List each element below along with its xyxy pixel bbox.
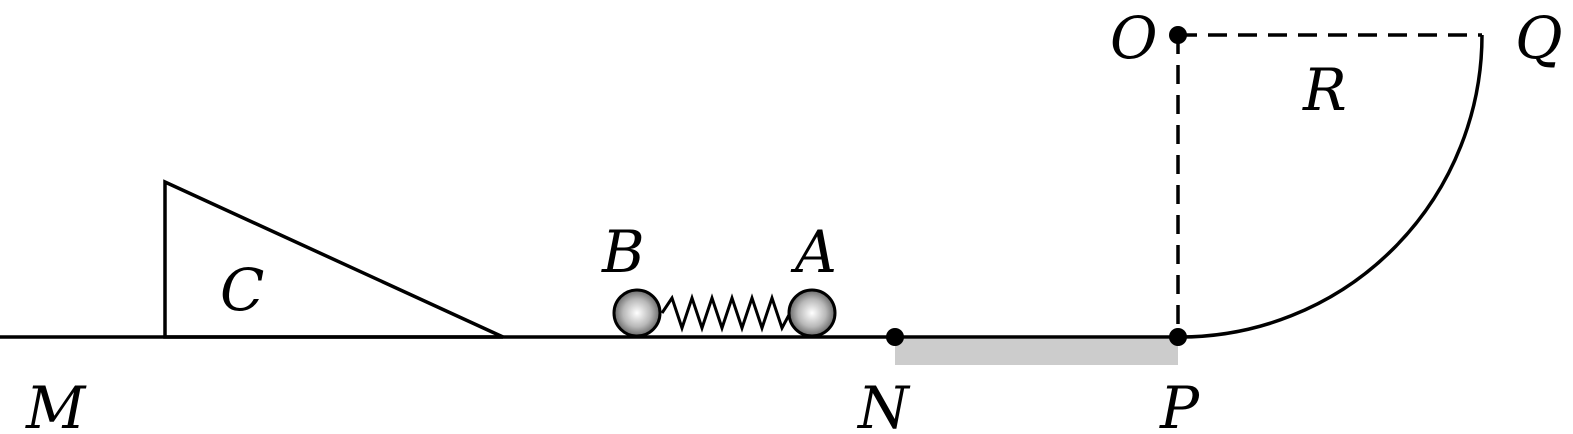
label-q: Q — [1515, 4, 1563, 72]
label-a: A — [790, 218, 837, 286]
point-n-dot — [886, 328, 904, 346]
label-m: M — [25, 374, 87, 434]
label-r: R — [1302, 56, 1347, 124]
label-c: C — [220, 256, 264, 324]
wedge-c — [163, 179, 504, 339]
spring — [660, 293, 792, 333]
ball-a — [787, 288, 837, 338]
point-o-dot — [1169, 26, 1187, 44]
label-p: P — [1159, 374, 1200, 434]
quarter-circle-track — [1179, 34, 1484, 339]
label-n: N — [856, 374, 911, 434]
label-b: B — [601, 218, 645, 286]
ball-b — [612, 288, 662, 338]
rough-segment-np — [895, 339, 1178, 365]
point-p-dot — [1169, 328, 1187, 346]
label-o: O — [1110, 4, 1158, 72]
